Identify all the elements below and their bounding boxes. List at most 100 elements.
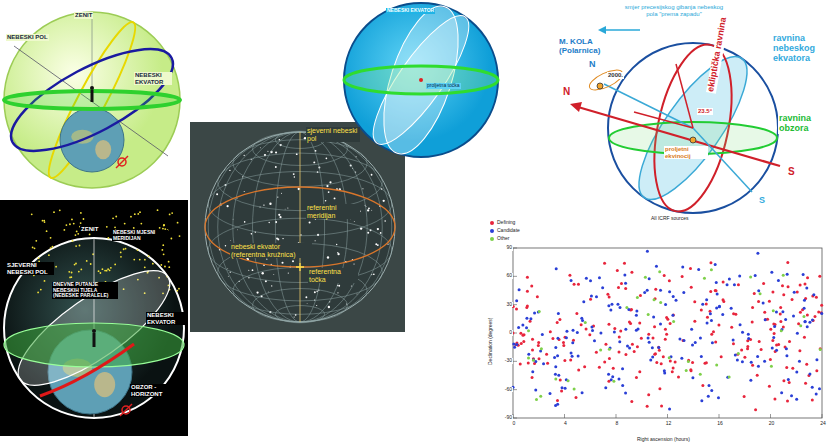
pole-axis: [693, 128, 752, 192]
source-dot: [655, 361, 658, 364]
star-dot: [137, 213, 139, 215]
star-dot: [177, 222, 179, 224]
source-dot: [604, 386, 607, 389]
source-dot: [804, 382, 807, 385]
source-dot: [565, 336, 568, 339]
source-dot: [553, 356, 556, 359]
star-dot: [125, 248, 127, 250]
source-dot: [674, 361, 677, 364]
source-dot: [806, 325, 809, 328]
star-dot: [271, 285, 272, 286]
source-dot: [630, 308, 633, 311]
source-dot: [714, 263, 717, 266]
source-dot: [518, 288, 521, 291]
diagram-label: referentni meridijan: [306, 204, 360, 219]
source-dot: [792, 315, 795, 318]
source-dot: [730, 326, 733, 329]
axis-tick-label: -30: [497, 358, 513, 364]
source-dot: [747, 337, 750, 340]
source-dot: [653, 353, 656, 356]
source-dot: [815, 358, 818, 361]
source-dot: [798, 349, 801, 352]
star-dot: [52, 246, 54, 248]
source-dot: [798, 360, 801, 363]
source-dot: [808, 372, 811, 375]
source-dot: [638, 322, 641, 325]
source-dot: [558, 318, 561, 321]
source-dot: [653, 298, 656, 301]
source-dot: [786, 400, 789, 403]
source-dot: [709, 312, 712, 315]
source-dot: [621, 384, 624, 387]
source-dot: [733, 283, 736, 286]
source-dot: [554, 373, 557, 376]
source-dot: [606, 293, 609, 296]
source-dot: [517, 326, 520, 329]
source-dot: [574, 396, 577, 399]
star-dot: [40, 289, 42, 291]
source-dot: [815, 369, 818, 372]
star-dot: [168, 261, 170, 263]
direction-arrow: [604, 29, 640, 31]
axis-tick-label: 0: [506, 421, 522, 427]
source-dot: [616, 269, 619, 272]
source-dot: [705, 302, 708, 305]
star-dot: [279, 139, 281, 141]
source-dot: [647, 393, 650, 396]
diagram-label: sjeverni nebeski pol: [306, 127, 360, 142]
source-dot: [584, 321, 587, 324]
source-dot: [769, 358, 772, 361]
source-dot: [757, 300, 760, 303]
star-dot: [229, 170, 230, 171]
source-dot: [572, 329, 575, 332]
source-dot: [618, 351, 621, 354]
source-dot: [762, 282, 765, 285]
source-dot: [556, 399, 559, 402]
source-dot: [569, 359, 572, 362]
star-dot: [269, 203, 271, 205]
source-dot: [537, 344, 540, 347]
star-dot: [294, 176, 295, 177]
source-dot: [664, 338, 667, 341]
source-dot: [771, 346, 774, 349]
source-dot: [700, 399, 703, 402]
source-dot: [716, 293, 719, 296]
tick-mark: [564, 414, 565, 418]
star-dot: [179, 235, 181, 237]
source-dot: [812, 293, 815, 296]
source-dot: [555, 267, 558, 270]
source-dot: [749, 275, 752, 278]
source-dot: [734, 313, 737, 316]
celestial-sphere: [205, 132, 395, 322]
source-dot: [573, 283, 576, 286]
source-dot: [672, 367, 675, 370]
source-dot: [722, 300, 725, 303]
equinox-point: [690, 137, 696, 143]
source-dot: [806, 276, 809, 279]
source-dot: [557, 374, 560, 377]
source-dot: [759, 292, 762, 295]
star-dot: [55, 266, 57, 268]
diagram-label: referentna točka: [308, 268, 358, 283]
source-dot: [636, 296, 639, 299]
source-dot: [662, 355, 665, 358]
source-dot: [779, 313, 782, 316]
source-dot: [710, 268, 713, 271]
source-dot: [549, 392, 552, 395]
star-dot: [170, 238, 172, 240]
source-dot: [617, 286, 620, 289]
source-dot: [756, 355, 759, 358]
source-dot: [756, 252, 759, 255]
source-dot: [652, 315, 655, 318]
sphere-panel-b: [0, 200, 188, 436]
source-dot: [668, 279, 671, 282]
source-dot: [782, 325, 785, 328]
star-dot: [164, 266, 166, 268]
source-dot: [721, 313, 724, 316]
source-dot: [520, 342, 523, 345]
star-dot: [63, 229, 65, 231]
star-dot: [65, 224, 67, 226]
star-dot: [251, 233, 253, 235]
source-dot: [705, 298, 708, 301]
ecliptic-axis: [634, 112, 693, 128]
